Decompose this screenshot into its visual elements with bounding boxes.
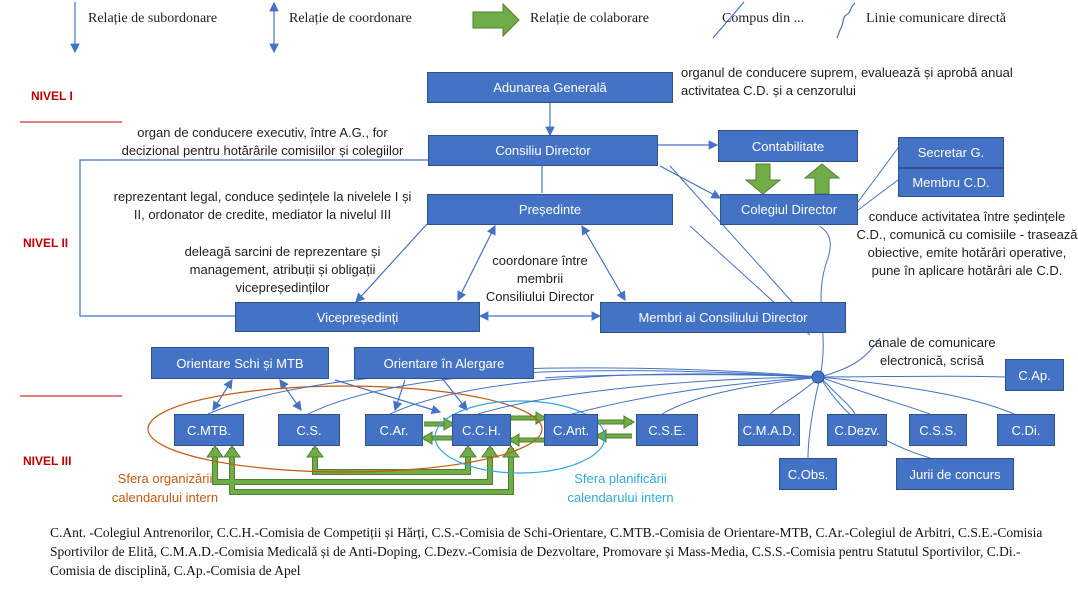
note-colegiul-director: conduce activitatea între ședințele C.D.… bbox=[856, 209, 1078, 278]
note-adunarea-generala: organul de conducere suprem, evaluează ș… bbox=[681, 65, 1013, 98]
node-cmad: C.M.A.D. bbox=[738, 414, 800, 446]
node-membru-cd: Membru C.D. bbox=[898, 168, 1004, 197]
note-presedinte: reprezentant legal, conduce ședințele la… bbox=[113, 189, 412, 222]
node-orientare-alergare: Orientare în Alergare bbox=[354, 347, 534, 379]
node-jurii: Jurii de concurs bbox=[896, 458, 1014, 490]
node-colegiul-director: Colegiul Director bbox=[720, 194, 858, 225]
node-cap: C.Ap. bbox=[1005, 359, 1064, 391]
node-cmtb: C.MTB. bbox=[174, 414, 244, 446]
node-adunarea-generala: Adunarea Generală bbox=[427, 72, 673, 103]
node-cse: C.S.E. bbox=[636, 414, 698, 446]
node-cch: C.C.H. bbox=[452, 414, 511, 446]
note-vicepresedinti: deleagă sarcini de reprezentare și manag… bbox=[184, 244, 381, 295]
node-presedinte: Președinte bbox=[427, 194, 673, 225]
node-cs: C.S. bbox=[278, 414, 340, 446]
legend-icons bbox=[70, 1, 856, 54]
note-coordonare: coordonare între membrii Consiliului Dir… bbox=[485, 253, 595, 304]
level-1-label: NIVEL I bbox=[31, 89, 73, 103]
footnote-abbreviations: C.Ant. -Colegiul Antrenorilor, C.C.H.-Co… bbox=[50, 525, 1043, 578]
sphere-planificare-label: Sfera planificării calendarului intern bbox=[567, 471, 674, 505]
legend-subordonare: Relație de subordonare bbox=[88, 11, 218, 26]
node-cdi: C.Di. bbox=[997, 414, 1055, 446]
sphere-organizare-label: Sfera organizării calendarului intern bbox=[111, 471, 219, 505]
level-3-label: NIVEL III bbox=[23, 454, 72, 468]
node-secretar: Secretar G. bbox=[898, 137, 1004, 168]
note-canale-comunicare: canale de comunicare electronică, scrisă bbox=[868, 335, 996, 368]
note-consiliu-director: organ de conducere executiv, între A.G.,… bbox=[121, 125, 404, 158]
legend-comunicare: Linie comunicare directă bbox=[866, 11, 1006, 26]
node-cant: C.Ant. bbox=[544, 414, 598, 446]
node-orientare-schi-mtb: Orientare Schi și MTB bbox=[151, 347, 329, 379]
legend-coordonare: Relație de coordonare bbox=[289, 11, 412, 26]
node-membri-cd: Membri ai Consiliului Director bbox=[600, 302, 846, 333]
node-cdezv: C.Dezv. bbox=[827, 414, 887, 446]
legend-colaborare: Relație de colaborare bbox=[530, 11, 649, 26]
legend-compus: Compus din ... bbox=[722, 11, 805, 26]
node-cobs: C.Obs. bbox=[779, 458, 837, 490]
node-consiliu-director: Consiliu Director bbox=[428, 135, 658, 166]
node-css: C.S.S. bbox=[909, 414, 967, 446]
level-2-label: NIVEL II bbox=[23, 236, 69, 250]
node-car: C.Ar. bbox=[365, 414, 423, 446]
node-contabilitate: Contabilitate bbox=[718, 130, 858, 162]
node-vicepresedinti: Vicepreședinți bbox=[235, 302, 480, 332]
